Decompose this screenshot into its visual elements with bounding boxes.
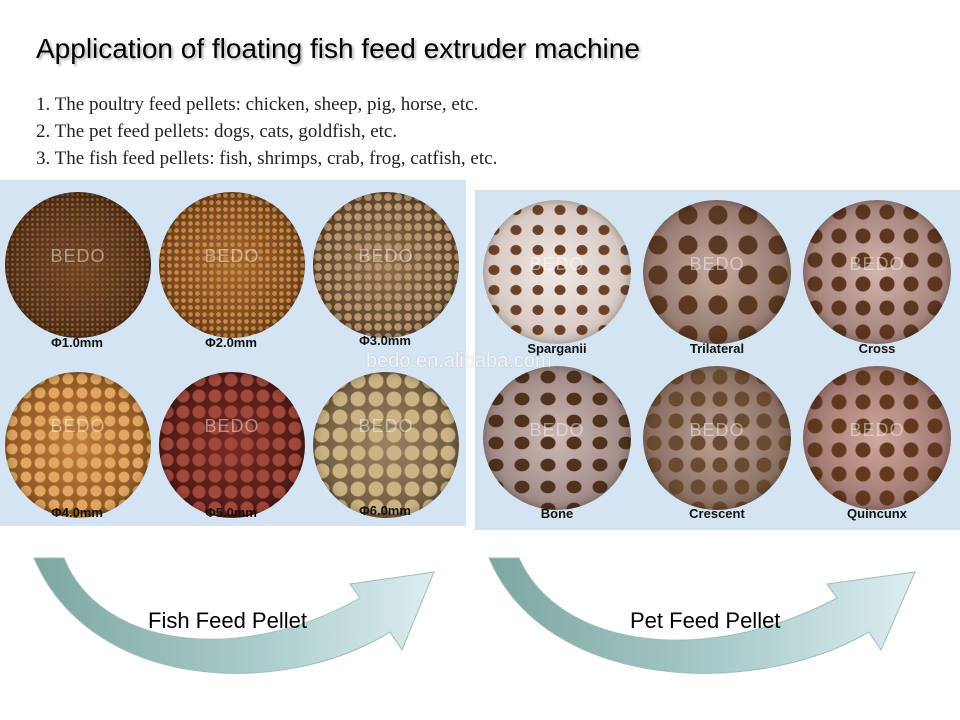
watermark: BEDO bbox=[689, 254, 745, 274]
pellet-photo-trilateral bbox=[643, 200, 791, 344]
watermark: BEDO bbox=[689, 420, 745, 440]
pet-feed-panel: BEDO BEDO BEDO BEDO BEDO BEDO Sparganii … bbox=[475, 190, 960, 530]
pellet-photo-2mm bbox=[159, 192, 305, 338]
watermark: BEDO bbox=[529, 420, 585, 440]
pellet-caption: Φ2.0mm bbox=[205, 335, 257, 350]
pellet-photo-5mm bbox=[159, 372, 305, 518]
pellet-photo-bone bbox=[483, 366, 631, 510]
page-title: Application of floating fish feed extrud… bbox=[36, 33, 640, 64]
pellet-photo-sparganii bbox=[483, 200, 631, 344]
watermark: BEDO bbox=[50, 246, 106, 266]
watermark: BEDO bbox=[358, 246, 414, 266]
fish-curved-arrow-icon bbox=[33, 557, 435, 674]
pellet-caption: Crescent bbox=[689, 506, 745, 521]
pellet-photo-3mm bbox=[313, 192, 459, 338]
pellet-caption: Φ5.0mm bbox=[205, 505, 257, 520]
pet-feed-label: Pet Feed Pellet bbox=[630, 608, 781, 633]
application-item: 3. The fish feed pellets: fish, shrimps,… bbox=[36, 148, 498, 169]
watermark: BEDO bbox=[849, 254, 905, 274]
pellet-photo-cross bbox=[803, 200, 951, 344]
pet-curved-arrow-icon bbox=[488, 557, 916, 674]
pellet-caption: Sparganii bbox=[527, 341, 587, 356]
pellet-photo-crescent bbox=[643, 366, 791, 510]
pellet-caption: Quincunx bbox=[847, 506, 907, 521]
pellet-photo-6mm bbox=[313, 372, 459, 518]
fish-feed-label: Fish Feed Pellet bbox=[148, 608, 307, 633]
fish-feed-panel: BEDO BEDO BEDO BEDO BEDO BEDO Φ1.0mm Φ2.… bbox=[0, 180, 466, 526]
pellet-caption: Trilateral bbox=[689, 341, 745, 356]
watermark: BEDO bbox=[204, 416, 260, 436]
watermark: BEDO bbox=[50, 416, 106, 436]
pellet-caption: Φ6.0mm bbox=[359, 503, 411, 518]
pellet-caption: Cross bbox=[858, 341, 896, 356]
pellet-caption: Bone bbox=[540, 506, 574, 521]
watermark: BEDO bbox=[529, 254, 585, 274]
pellet-caption: Φ4.0mm bbox=[51, 505, 103, 520]
pellet-caption: Φ1.0mm bbox=[51, 335, 103, 350]
pellet-photo-1mm bbox=[5, 192, 151, 338]
pellet-photo-quincunx bbox=[803, 366, 951, 510]
watermark: BEDO bbox=[358, 416, 414, 436]
pellet-photo-4mm bbox=[5, 372, 151, 518]
application-list: 1. The poultry feed pellets: chicken, sh… bbox=[36, 91, 497, 172]
pellet-caption: Φ3.0mm bbox=[359, 333, 411, 348]
site-watermark: bedo.en.alibaba.com bbox=[366, 350, 552, 372]
watermark: BEDO bbox=[849, 420, 905, 440]
application-item: 1. The poultry feed pellets: chicken, sh… bbox=[36, 94, 479, 115]
watermark: BEDO bbox=[204, 246, 260, 266]
application-item: 2. The pet feed pellets: dogs, cats, gol… bbox=[36, 121, 398, 142]
